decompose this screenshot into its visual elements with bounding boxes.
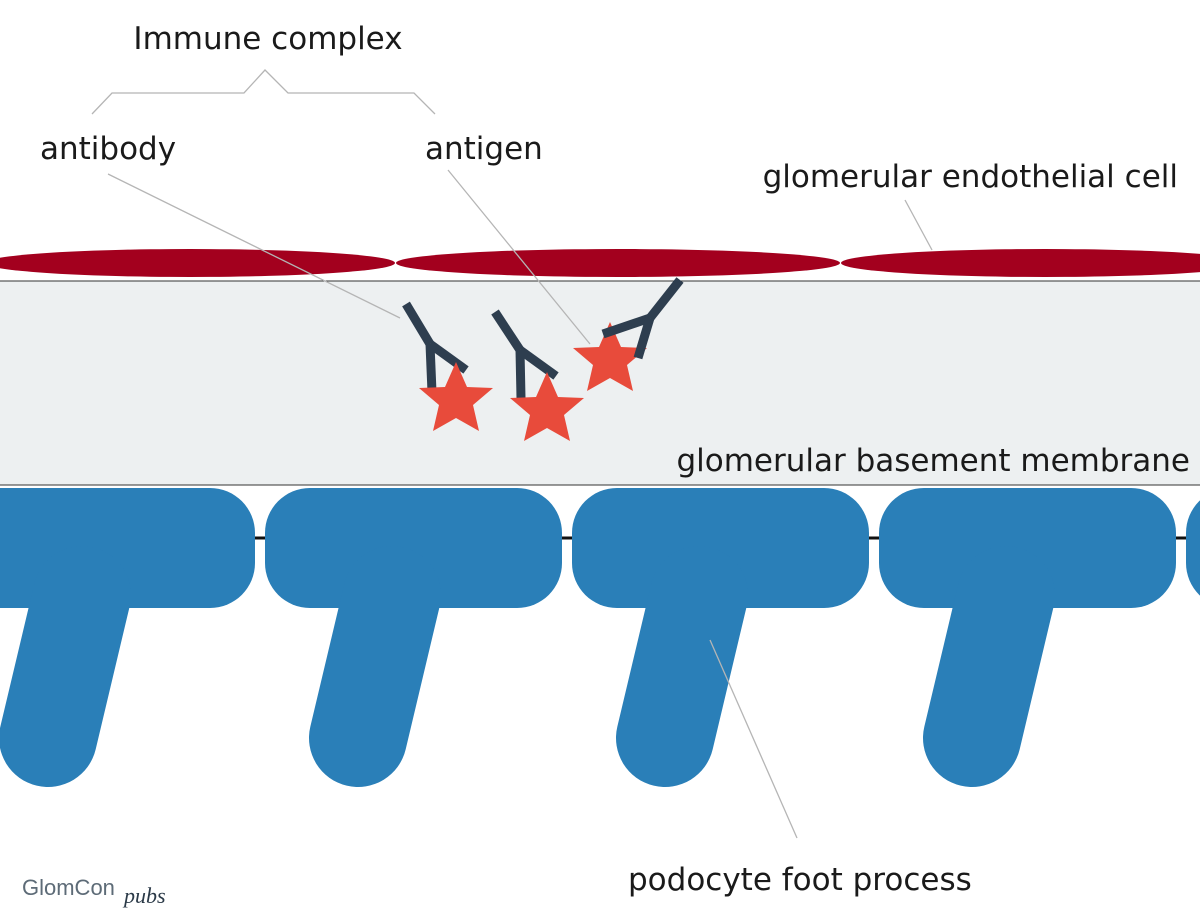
immune-complex-2 [491,309,584,441]
endothelial-leader [904,199,933,251]
antigen-star-3 [573,322,647,391]
leader-lines [91,69,933,839]
immune-complex-1 [402,301,493,431]
basement-membrane-label: glomerular basement membrane [676,443,1190,479]
podocyte-foot-processes [0,488,1200,787]
antibody-1 [402,301,469,393]
endothelial-cell-label: glomerular endothelial cell [763,159,1178,195]
glomcon-pubs-logo: GlomCon pubs [22,875,166,908]
antibody-2 [491,309,559,399]
podocyte-foot-1 [0,488,255,787]
podocyte-leader [709,639,798,839]
endothelial-cell-3 [841,249,1200,277]
brand-name: GlomCon [22,875,115,900]
endothelial-cell-1 [0,249,395,277]
podocyte-foot-5-partial [1186,500,1200,596]
antigen-leader [447,169,591,345]
podocyte-foot-2 [265,488,562,787]
antibody-3 [601,277,684,360]
immune-complex-3 [573,277,684,391]
brand-suffix: pubs [122,883,166,908]
antigen-star-1 [419,362,493,431]
antibody-label: antibody [40,131,176,167]
podocyte-foot-process-label: podocyte foot process [628,862,972,898]
podocyte-foot-3 [572,488,869,787]
immune-complexes [402,277,684,441]
antibody-leader [107,173,401,319]
antigen-star-2 [510,372,584,441]
podocyte-foot-4 [879,488,1176,787]
immune-complex-bracket [91,69,436,115]
endothelial-cells [0,249,1200,277]
immune-complex-label: Immune complex [133,21,402,57]
antigen-label: antigen [425,131,543,167]
endothelial-cell-2 [396,249,840,277]
